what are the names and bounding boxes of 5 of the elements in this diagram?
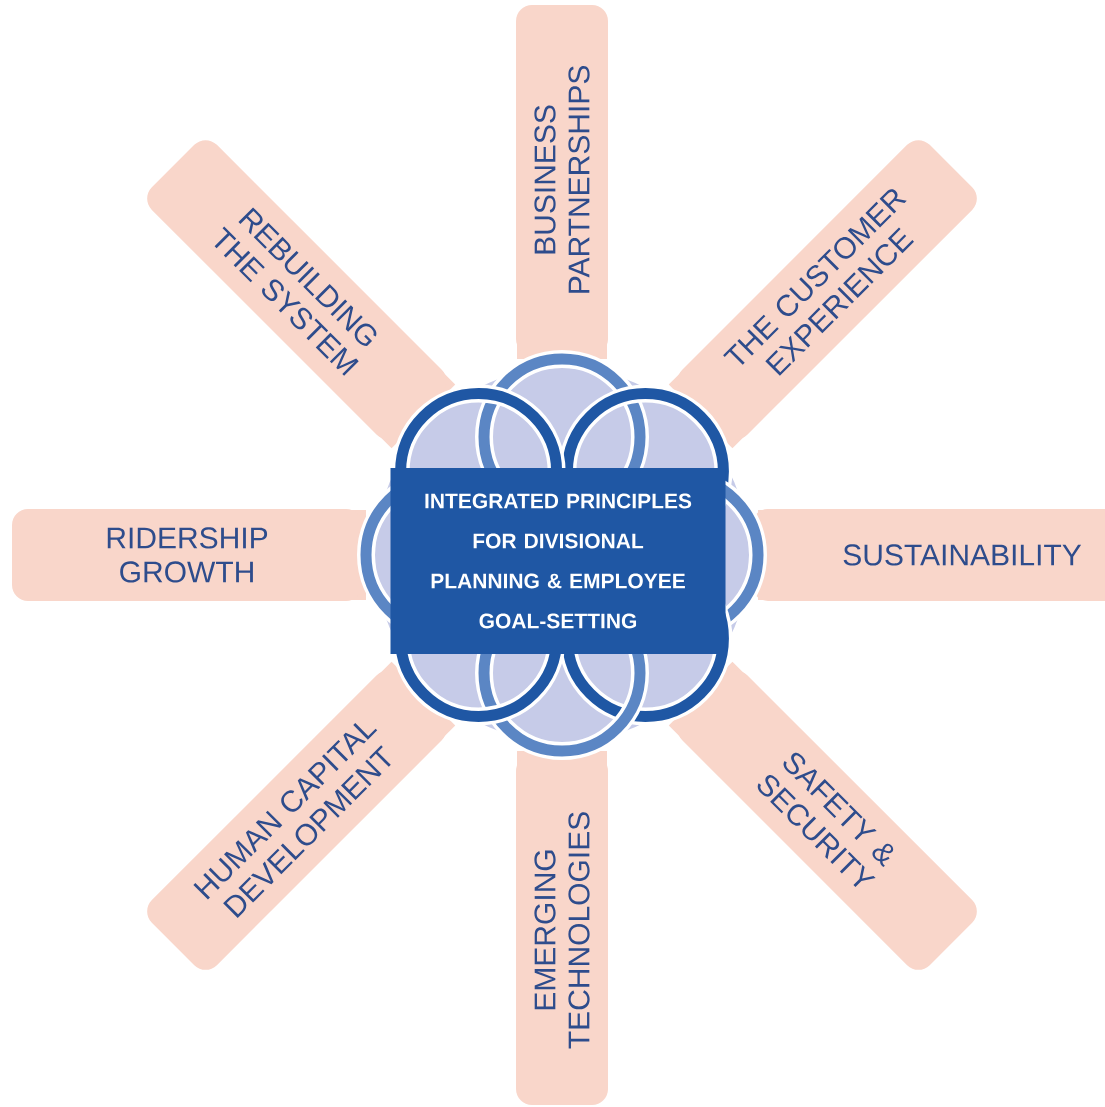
spoke-box: SUSTAINABILITY (752, 509, 1105, 601)
spoke-box: RIDERSHIP GROWTH (12, 509, 366, 601)
spoke-box: BUSINESS PARTNERSHIPS (516, 5, 608, 359)
spoke-box: EMERGING TECHNOLOGIES (516, 751, 608, 1105)
center-box: INTEGRATED PRINCIPLES FOR DIVISIONAL PLANNING & EMPLOYEE GOAL-SETTING (390, 468, 726, 654)
